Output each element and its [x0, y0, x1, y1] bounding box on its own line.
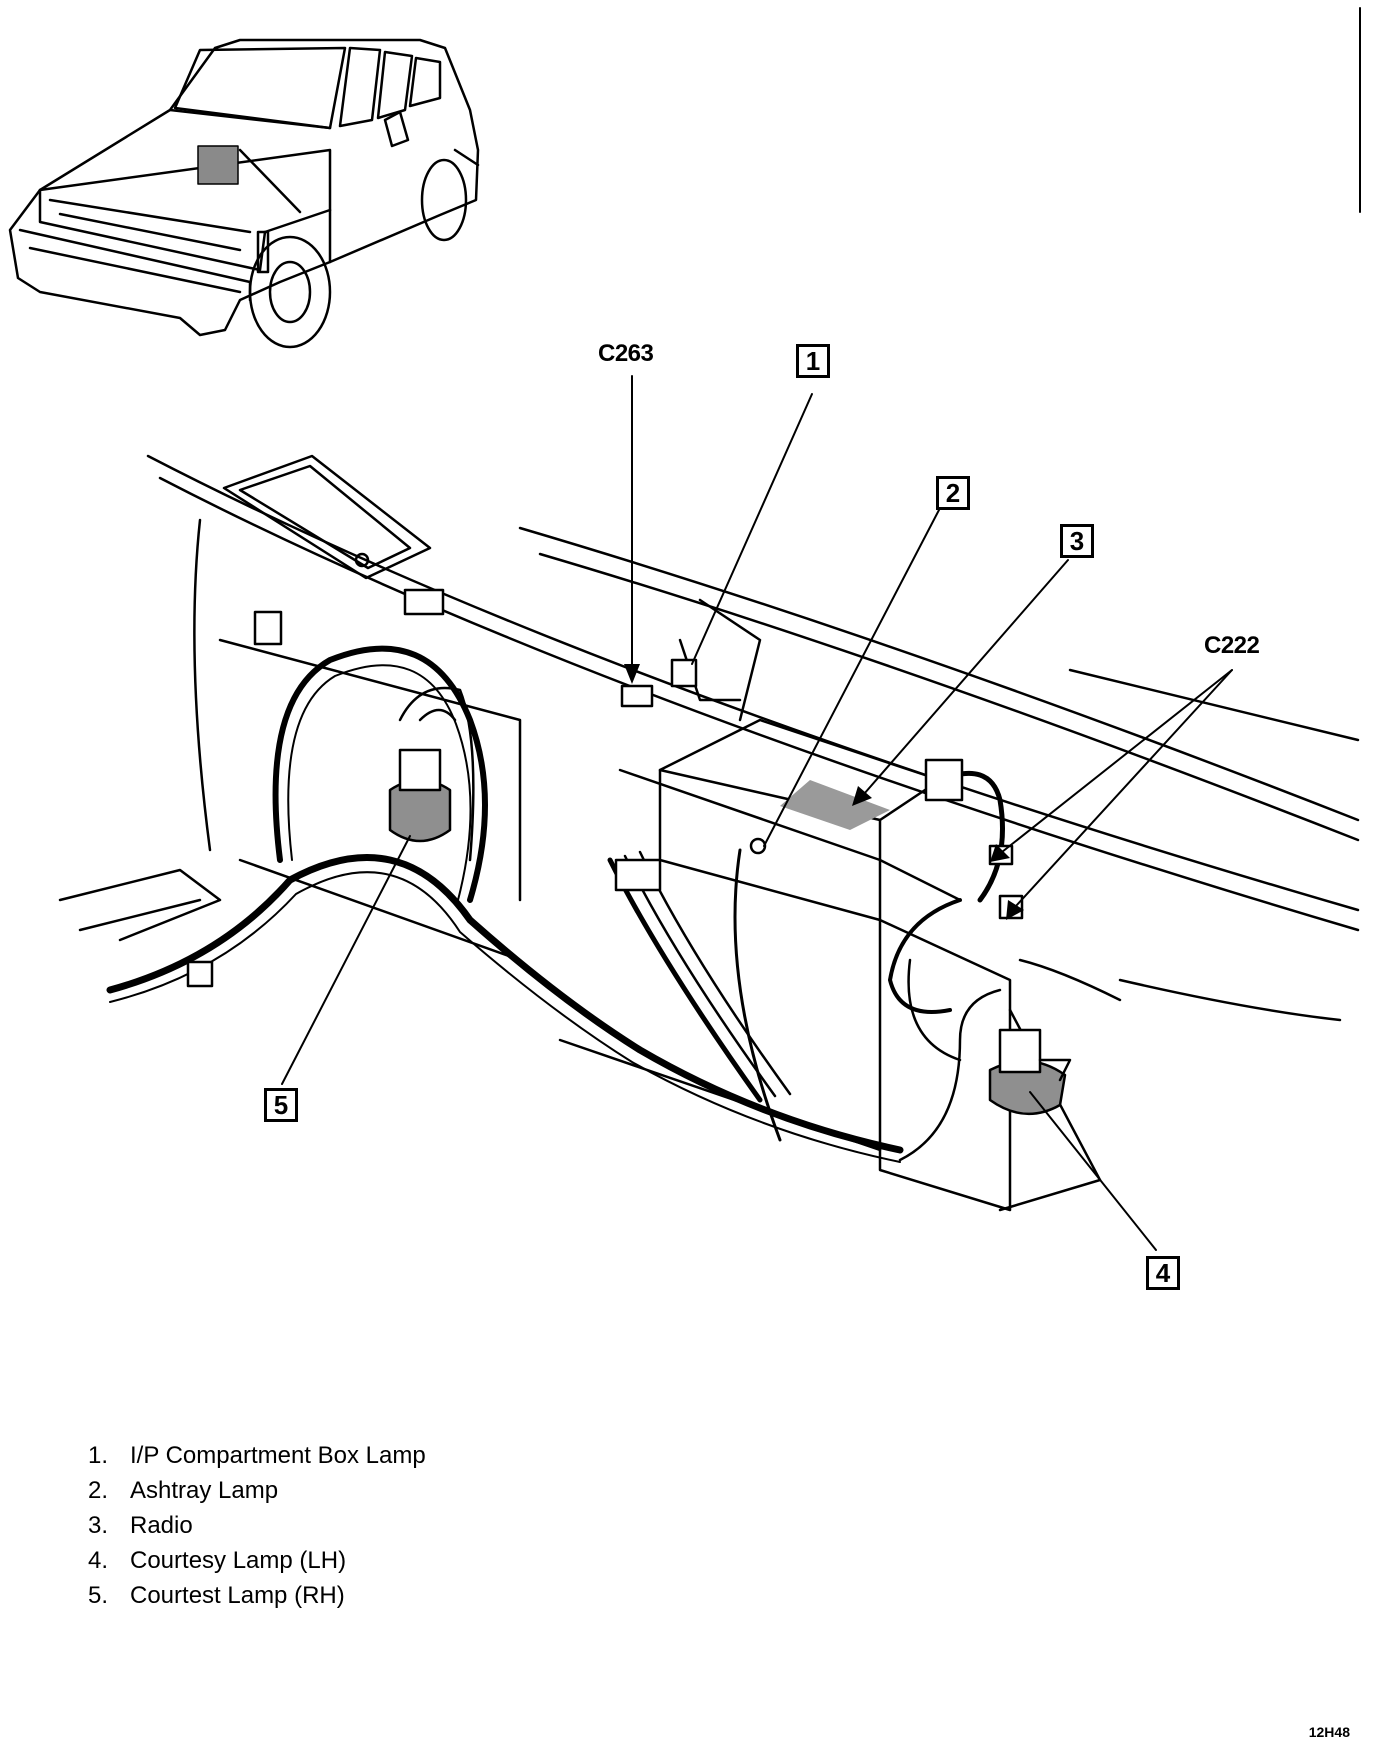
callout-2: 2 — [936, 476, 970, 510]
legend-item: 1. I/P Compartment Box Lamp — [88, 1438, 426, 1473]
legend-number: 3. — [88, 1512, 109, 1539]
connector-label-c263: C263 — [598, 340, 654, 367]
legend-list: 1. I/P Compartment Box Lamp 2. Ashtray Lam… — [88, 1438, 426, 1613]
legend-item: 2. Ashtray Lamp — [88, 1473, 426, 1508]
wiring-harness-illustration — [58, 588, 1342, 1163]
leader-3 — [863, 559, 1069, 795]
highlight-area — [197, 145, 239, 185]
instrument-panel-illustration — [146, 454, 1360, 1212]
leader-c222-a — [1001, 669, 1233, 853]
legend-number: 1. — [88, 1442, 109, 1469]
legend-number: 5. — [88, 1582, 109, 1609]
leader-2 — [763, 507, 941, 847]
leader-1 — [691, 393, 813, 665]
legend-number: 4. — [88, 1547, 109, 1574]
callout-1: 1 — [796, 344, 830, 378]
callout-3: 3 — [1060, 524, 1094, 558]
legend-text: I/P Compartment Box Lamp — [130, 1442, 426, 1469]
figure-code: 12H48 — [1308, 1724, 1350, 1740]
callout-4: 4 — [1146, 1256, 1180, 1290]
legend-item: 5. Courtest Lamp (RH) — [88, 1578, 426, 1613]
leader-lines — [281, 375, 1233, 1251]
legend-text: Radio — [130, 1512, 193, 1539]
vehicle-locator-illustration — [8, 38, 480, 349]
legend-text: Courtesy Lamp (LH) — [130, 1547, 347, 1574]
callout-5: 5 — [264, 1088, 298, 1122]
legend-text: Ashtray Lamp — [130, 1477, 279, 1504]
leader-c222-b — [1015, 669, 1233, 907]
legend-text: Courtest Lamp (RH) — [130, 1582, 345, 1609]
leader-5 — [281, 835, 411, 1085]
legend-item: 4. Courtesy Lamp (LH) — [88, 1543, 426, 1578]
legend-number: 2. — [88, 1477, 109, 1504]
leader-4 — [1029, 1091, 1157, 1251]
connector-label-c222: C222 — [1204, 632, 1260, 659]
legend-item: 3. Radio — [88, 1508, 426, 1543]
